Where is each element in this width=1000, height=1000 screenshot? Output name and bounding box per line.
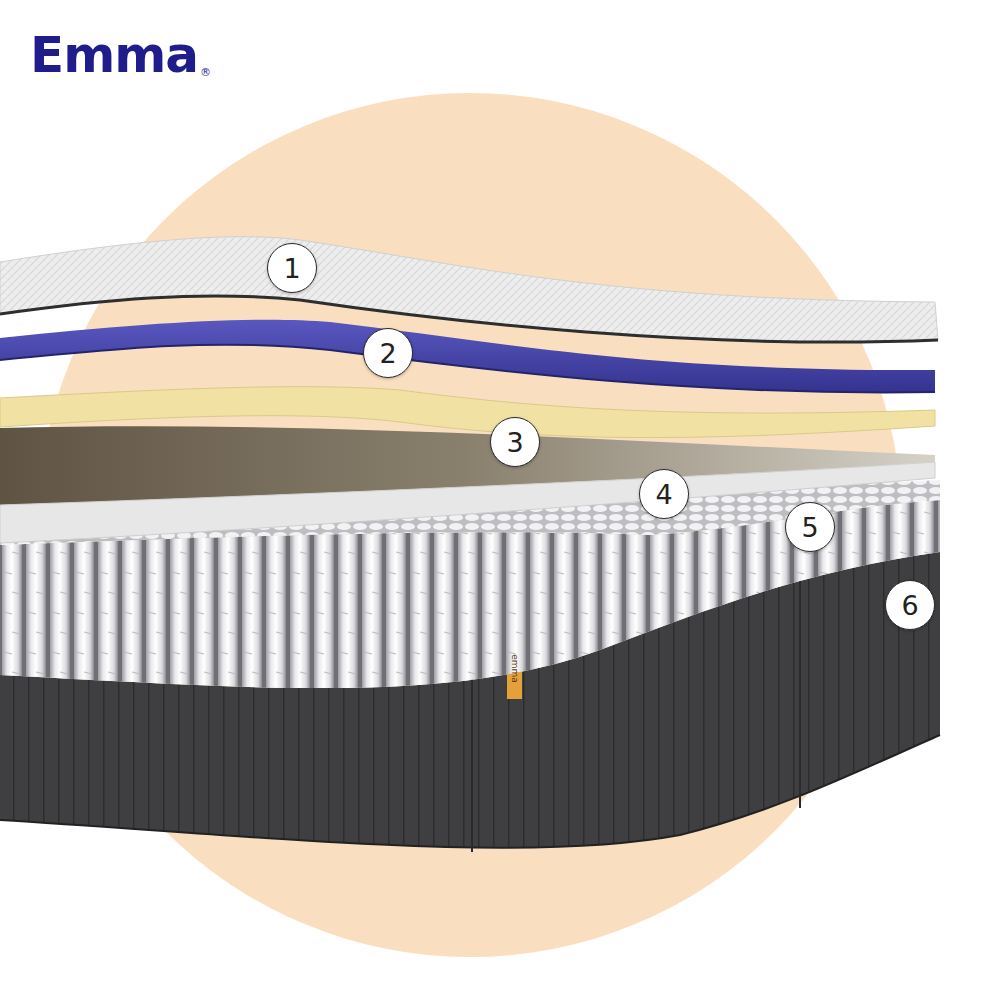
callout-number: 6	[885, 580, 935, 630]
cover-layer	[0, 237, 938, 342]
callout-number: 1	[267, 243, 317, 293]
brand-logo: Emma	[30, 30, 198, 80]
callout-number: 4	[639, 469, 689, 519]
brand-tag-text: emma	[510, 654, 519, 683]
base-seam	[799, 580, 801, 808]
callout-number: 3	[490, 417, 540, 467]
callout-number: 5	[785, 502, 835, 552]
cover-edge	[0, 296, 938, 342]
registered-mark: ®	[200, 67, 211, 78]
callout-number: 2	[363, 328, 413, 378]
layer-three	[0, 387, 935, 438]
layer-two-edge	[0, 345, 935, 393]
